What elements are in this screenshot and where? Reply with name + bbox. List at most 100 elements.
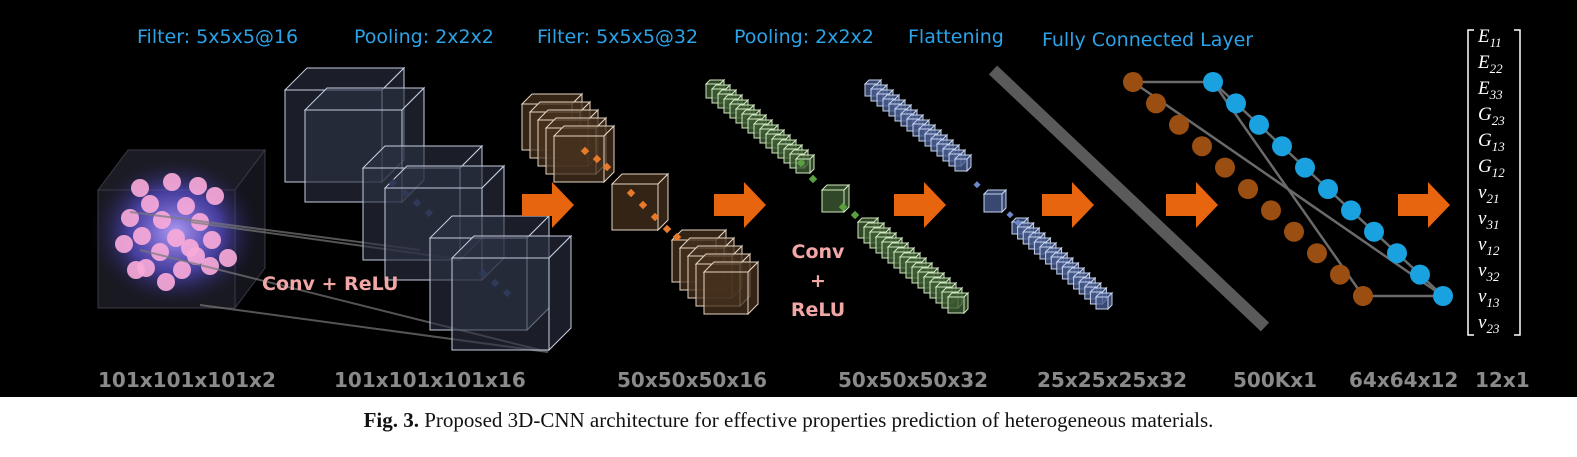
output-subscript: 31 — [1485, 217, 1499, 232]
output-label: E33 — [1477, 78, 1503, 102]
output-symbol: E — [1477, 26, 1490, 47]
output-label: ν31 — [1478, 208, 1499, 232]
fc-node-brown — [1261, 200, 1281, 221]
flatten-in-map-front — [954, 158, 968, 172]
output-subscript: 12 — [1492, 165, 1506, 180]
output-subscript: 22 — [1490, 61, 1504, 76]
fc-node-blue — [1364, 221, 1384, 242]
pool1-map-center-front — [611, 183, 659, 231]
flatten-output-maps — [1010, 216, 1114, 311]
input-volume — [90, 148, 266, 310]
output-label: G23 — [1478, 104, 1505, 128]
dim-label-conv1: 101x101x101x16 — [334, 368, 526, 392]
caption-text: Proposed 3D-CNN architecture for effecti… — [419, 408, 1214, 432]
label-conv-relu-1: Conv + ReLU — [262, 273, 398, 295]
output-symbol: G — [1478, 130, 1492, 151]
flatten-input-maps — [863, 78, 973, 173]
fc-node-blue — [1318, 179, 1338, 199]
output-subscript: 12 — [1486, 243, 1500, 258]
fc-node-brown — [1307, 243, 1327, 264]
pool1-map-side — [603, 124, 615, 184]
dim-label-conv2: 50x50x50x32 — [838, 368, 988, 392]
output-symbol: G — [1478, 104, 1492, 125]
particle — [206, 187, 224, 205]
particle — [151, 243, 169, 261]
arrow — [894, 182, 946, 228]
output-symbol: ν — [1478, 208, 1487, 229]
output-symbol: E — [1477, 78, 1490, 99]
connector-dot — [388, 178, 398, 188]
conv1-map-front — [451, 257, 550, 351]
fc-node-blue — [1203, 72, 1223, 92]
connector-dot — [973, 181, 981, 189]
connector-dot — [502, 288, 512, 298]
particle — [141, 195, 159, 213]
label-filter-2: Filter: 5x5x5@32 — [537, 26, 698, 48]
fc-node-blue — [1341, 200, 1361, 221]
conv2-kernel — [820, 183, 851, 214]
particle-cluster — [115, 173, 237, 291]
particle — [131, 179, 149, 197]
conv2-feature-maps — [704, 78, 816, 175]
output-symbol: ν — [1478, 260, 1487, 281]
conv1-feature-maps — [283, 66, 573, 352]
conv2-kernel-cube-front — [821, 189, 845, 213]
output-label: ν12 — [1478, 234, 1500, 258]
arrow — [1166, 182, 1218, 228]
output-subscript: 11 — [1490, 35, 1502, 50]
label-fully-connected: Fully Connected Layer — [1042, 29, 1253, 51]
output-label: G12 — [1478, 156, 1505, 180]
conv2-brown-maps — [670, 228, 760, 316]
output-symbol: ν — [1478, 182, 1487, 203]
fc-node-brown — [1238, 179, 1258, 199]
flatten-kernel-cube-front — [983, 193, 1003, 213]
particle — [163, 173, 181, 191]
connector-dot — [1006, 211, 1014, 219]
dim-label-flatten: 500Kx1 — [1233, 368, 1317, 392]
output-subscript: 13 — [1486, 295, 1500, 310]
pool2-map-side — [963, 291, 969, 315]
fc-node-blue — [1433, 286, 1453, 306]
output-symbol: ν — [1478, 312, 1487, 333]
label-conv-2b: + — [810, 270, 826, 292]
arrow — [1042, 182, 1094, 228]
pool1-map-center-side — [657, 172, 669, 232]
fc-node-blue — [1226, 93, 1246, 114]
flatten-kernel-cube — [982, 188, 1008, 214]
pool2-map-front — [947, 296, 965, 314]
pool1-feature-maps — [520, 92, 670, 232]
fc-node-blue — [1410, 264, 1430, 285]
connector-dot — [424, 208, 434, 218]
output-label: ν23 — [1478, 312, 1500, 336]
particle — [201, 257, 219, 275]
particle — [121, 209, 139, 227]
dim-label-output: 12x1 — [1475, 368, 1530, 392]
figure-caption: Fig. 3. Proposed 3D-CNN architecture for… — [0, 408, 1577, 433]
fc-node-brown — [1284, 221, 1304, 242]
fc-node-brown — [1353, 286, 1373, 306]
fc-node-blue — [1249, 114, 1269, 135]
output-subscript: 23 — [1492, 113, 1506, 128]
particle — [189, 177, 207, 195]
fc-connection — [1211, 81, 1365, 297]
particle — [133, 227, 151, 245]
arrow — [1398, 182, 1450, 228]
dim-label-pool2: 25x25x25x32 — [1037, 368, 1187, 392]
label-conv-2a: Conv — [792, 241, 846, 263]
conv2-map — [794, 153, 816, 175]
output-subscript: 13 — [1492, 139, 1506, 154]
output-subscript: 21 — [1486, 191, 1499, 206]
flatten-out-map-front — [1095, 296, 1109, 310]
output-symbol: G — [1478, 156, 1492, 177]
particle — [153, 211, 171, 229]
particle — [181, 239, 199, 257]
label-pooling-2: Pooling: 2x2x2 — [734, 26, 874, 48]
particle — [203, 231, 221, 249]
caption-prefix: Fig. 3. — [363, 408, 419, 432]
arrows — [522, 182, 1450, 228]
fully-connected-layer — [1123, 72, 1453, 306]
fc-node-brown — [1192, 136, 1212, 157]
particle — [177, 197, 195, 215]
fc-node-brown — [1330, 264, 1350, 285]
